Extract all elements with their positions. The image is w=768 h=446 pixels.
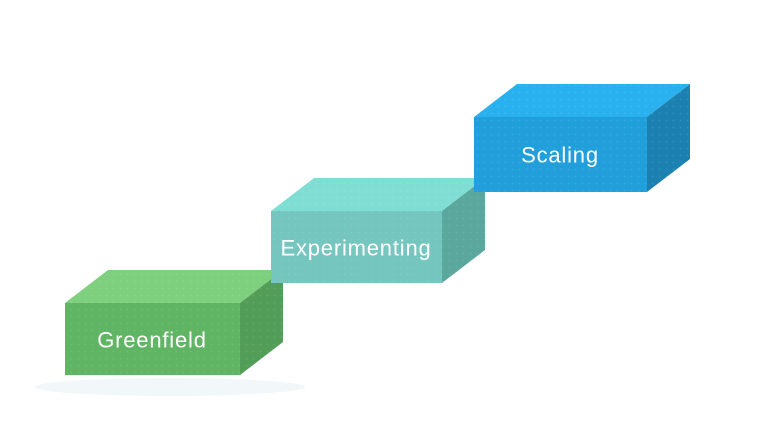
block-greenfield: Greenfield [65, 270, 283, 375]
block-label: Greenfield [97, 328, 207, 353]
block-experimenting: Experimenting [271, 178, 485, 283]
block-label: Experimenting [280, 236, 431, 261]
block-scaling: Scaling [474, 84, 690, 192]
block-label: Scaling [521, 143, 599, 168]
floor-shadow [35, 378, 305, 396]
